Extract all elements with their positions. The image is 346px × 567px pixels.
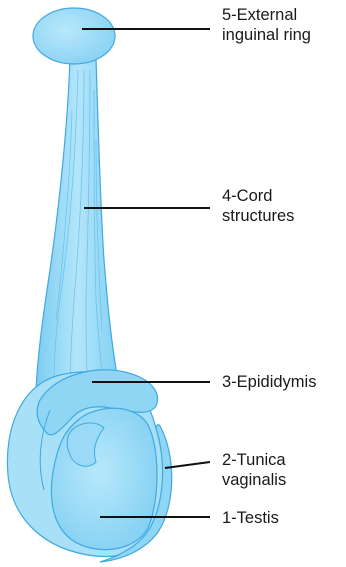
label-line: 3-Epididymis — [222, 372, 316, 392]
label-external-inguinal-ring: 5-External inguinal ring — [222, 5, 311, 45]
label-line: vaginalis — [222, 470, 286, 490]
label-tunica-vaginalis: 2-Tunica vaginalis — [222, 450, 286, 490]
spermatic-cord — [36, 58, 120, 392]
external-inguinal-ring — [33, 8, 115, 64]
label-line: inguinal ring — [222, 25, 311, 45]
label-line: 2-Tunica — [222, 450, 286, 470]
label-cord-structures: 4-Cord structures — [222, 186, 294, 226]
label-line: 4-Cord — [222, 186, 294, 206]
label-line: 5-External — [222, 5, 311, 25]
label-epididymis: 3-Epididymis — [222, 372, 316, 392]
label-line: structures — [222, 206, 294, 226]
label-testis: 1-Testis — [222, 508, 279, 528]
label-line: 1-Testis — [222, 508, 279, 528]
